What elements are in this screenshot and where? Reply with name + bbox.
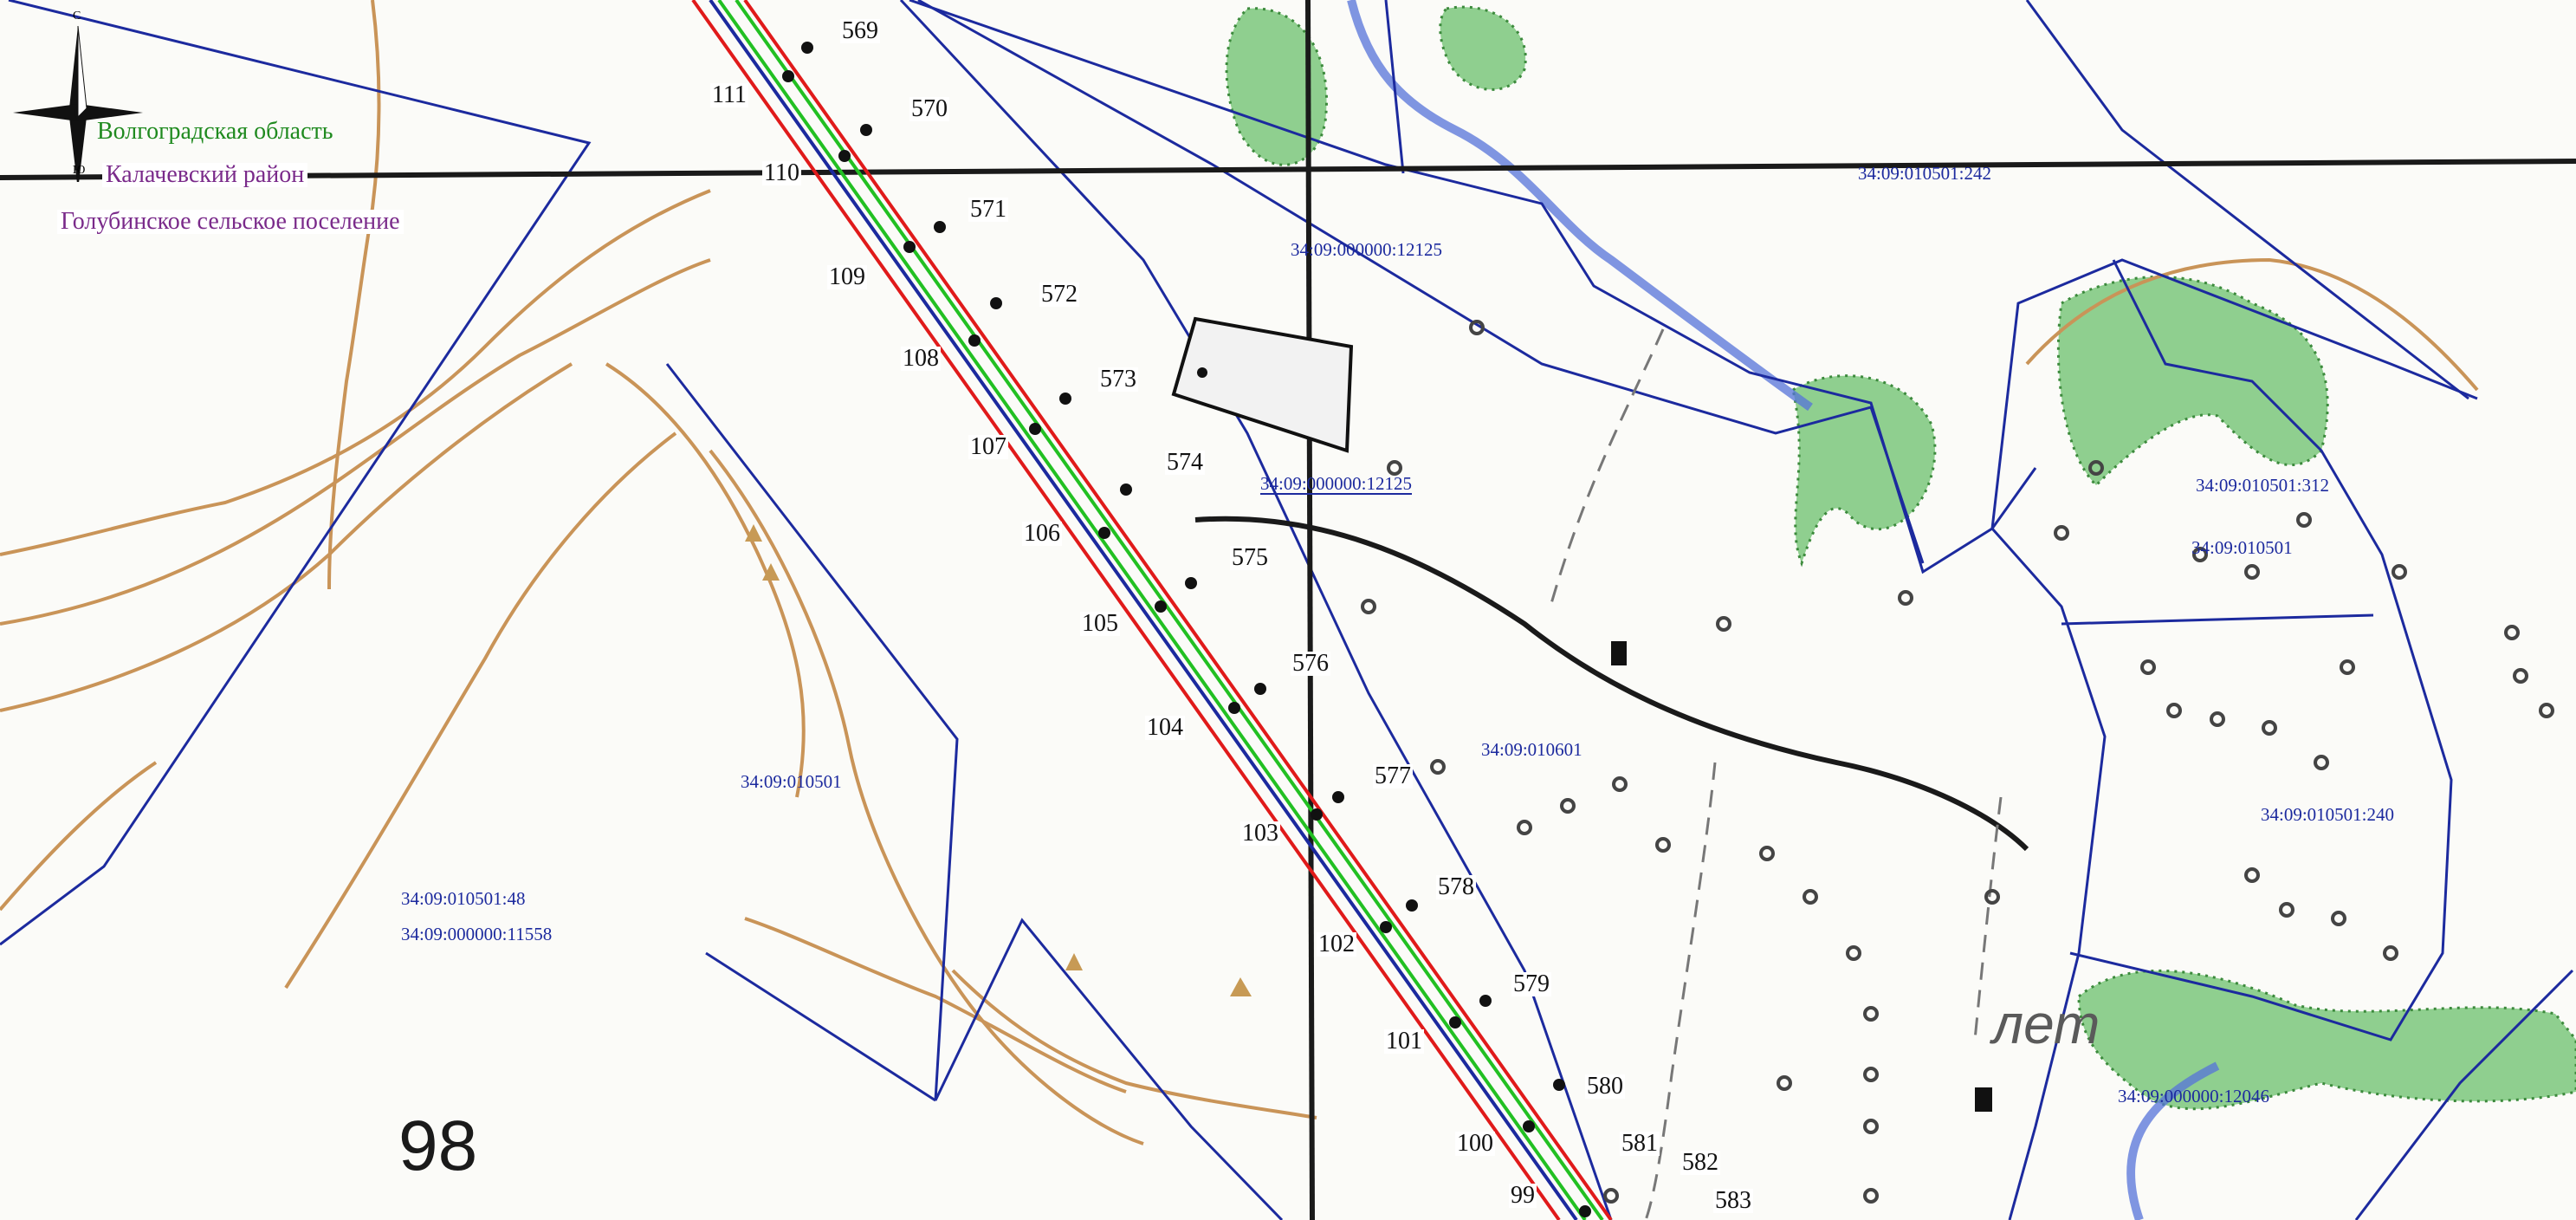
cadastral-label: 34:09:010501:242: [1858, 163, 1992, 184]
point-label: 105: [1080, 610, 1120, 637]
point-label: 578: [1436, 873, 1476, 900]
map-label-word: лет: [1992, 993, 2100, 1055]
cadastral-label: 34:09:010501:240: [2261, 804, 2395, 825]
point-label: 583: [1713, 1187, 1753, 1214]
point-label: 572: [1039, 281, 1079, 308]
structure-symbol: [1171, 316, 1992, 1112]
point-label: 580: [1585, 1073, 1625, 1100]
point-label: 110: [762, 159, 801, 186]
point-label: 106: [1022, 520, 1062, 547]
compass-rose-icon: [9, 17, 147, 191]
legend-settlement: Голубинское сельское поселение: [57, 210, 404, 234]
vertex-points: [782, 42, 1591, 1217]
cadastral-label: 34:09:010601: [1481, 739, 1582, 760]
legend-district: Калачевский район: [102, 163, 308, 187]
compass-north: С: [73, 10, 81, 23]
point-label: 102: [1317, 931, 1356, 957]
cadastral-label: 34:09:010501: [2191, 537, 2293, 558]
cadastral-label: 34:09:010501:312: [2196, 475, 2330, 496]
point-label: 103: [1240, 820, 1280, 847]
point-label: 109: [827, 263, 867, 290]
point-label: 101: [1384, 1028, 1424, 1055]
cadastral-label: 34:09:000000:12046: [2118, 1086, 2270, 1106]
point-label: 581: [1620, 1130, 1660, 1157]
cadastral-label: 34:09:000000:12125: [1291, 239, 1443, 260]
point-label: 577: [1373, 762, 1413, 789]
cadastral-label: 34:09:010501: [741, 771, 842, 792]
point-label: 574: [1165, 449, 1205, 476]
point-label: 100: [1455, 1130, 1495, 1157]
point-label: 570: [909, 95, 949, 122]
point-label: 107: [968, 433, 1008, 460]
point-label: 111: [710, 81, 748, 108]
contour-lines: [0, 0, 2479, 1145]
point-label: 576: [1291, 650, 1330, 677]
point-label: 573: [1098, 366, 1138, 393]
point-label: 579: [1511, 970, 1551, 997]
cadastral-label: 34:09:010501:48: [401, 888, 526, 909]
point-label: 571: [968, 196, 1008, 223]
pipeline-corridor: [691, 0, 1613, 1220]
point-label: 575: [1230, 544, 1270, 571]
point-label: 108: [901, 345, 941, 372]
point-label: 99: [1509, 1182, 1537, 1209]
cadastral-label: 34:09:000000:12125: [1260, 473, 1413, 495]
point-label: 104: [1145, 714, 1185, 741]
mound-symbols: [745, 524, 1252, 996]
point-label: 569: [840, 17, 880, 44]
legend-region: Волгоградская область: [97, 118, 333, 145]
point-label: 582: [1680, 1149, 1720, 1176]
well-symbols: [1361, 320, 2554, 1204]
grid-square-number: 98: [398, 1106, 478, 1185]
compass-south: Ю: [73, 164, 86, 177]
cadastral-label: 34:09:000000:11558: [401, 924, 553, 944]
tracks: [1549, 328, 2003, 1220]
